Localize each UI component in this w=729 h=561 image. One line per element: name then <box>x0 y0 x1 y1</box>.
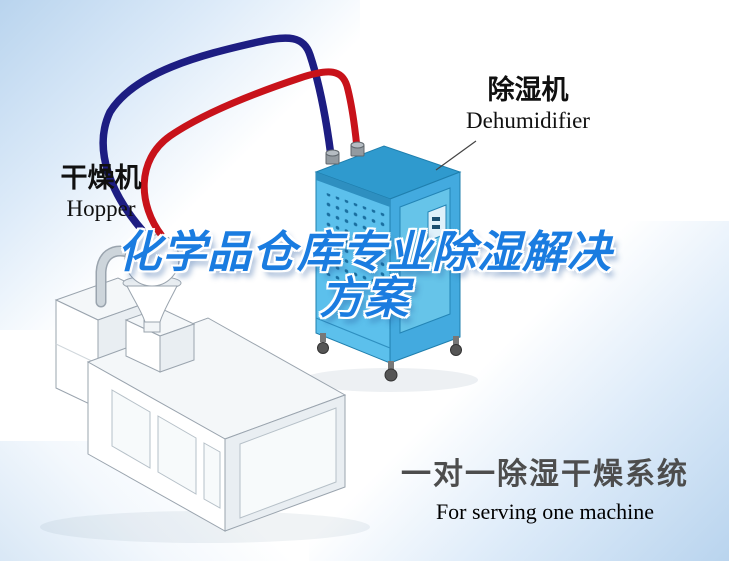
label-pointer-line <box>435 140 477 171</box>
hose-fitting-left <box>325 149 340 165</box>
headline-line1: 化学品仓库专业除湿解决 <box>117 228 612 277</box>
headline: 化学品仓库专业除湿解决 方案 <box>0 228 729 324</box>
dehumidifier-label-cn: 除湿机 <box>487 75 569 105</box>
fitting-top <box>350 141 365 149</box>
hopper-label: 干燥机 Hopper <box>38 163 164 222</box>
cabinet-top-strip <box>316 172 390 207</box>
body-panel <box>111 389 151 469</box>
hopper-assembly <box>95 228 182 333</box>
caster-leg <box>388 361 394 370</box>
caption: 一对一除湿干燥系统 For serving one machine <box>392 449 698 525</box>
body-panel <box>157 415 197 495</box>
bent-duct <box>97 247 132 306</box>
body-panel <box>203 442 221 509</box>
fitting-top <box>325 149 340 157</box>
hose-fitting-right <box>350 141 365 157</box>
blue-hose <box>99 34 335 234</box>
hopper-label-en: Hopper <box>66 195 136 221</box>
machine-shadow <box>40 511 370 543</box>
body-end-panel <box>239 407 337 519</box>
dehumidifier-label: 除湿机 Dehumidifier <box>446 75 610 134</box>
background-gradient-top-left <box>0 0 360 330</box>
caster-leg <box>453 336 459 345</box>
caster-wheel <box>384 368 398 382</box>
control-button <box>432 217 440 221</box>
ventilation-grille <box>324 192 385 298</box>
control-button <box>432 225 440 229</box>
caster-wheel <box>450 344 462 356</box>
caster-leg <box>320 333 326 342</box>
headline-line2: 方案 <box>319 274 410 324</box>
hopper-dryer-machine <box>54 228 347 532</box>
red-hose <box>140 68 361 240</box>
caster-wheels <box>317 333 462 382</box>
feeder-side <box>159 323 195 373</box>
hopper-label-cn: 干燥机 <box>60 163 142 193</box>
dehumidifier-label-en: Dehumidifier <box>466 107 590 133</box>
caster-wheel <box>317 342 329 354</box>
dehumidifier-cabinet <box>314 145 462 382</box>
caption-cn: 一对一除湿干燥系统 <box>401 458 689 491</box>
caption-en: For serving one machine <box>435 499 655 524</box>
control-panel <box>427 204 447 242</box>
cabinet-front-seam <box>315 317 391 349</box>
hopper-cone <box>126 285 178 323</box>
